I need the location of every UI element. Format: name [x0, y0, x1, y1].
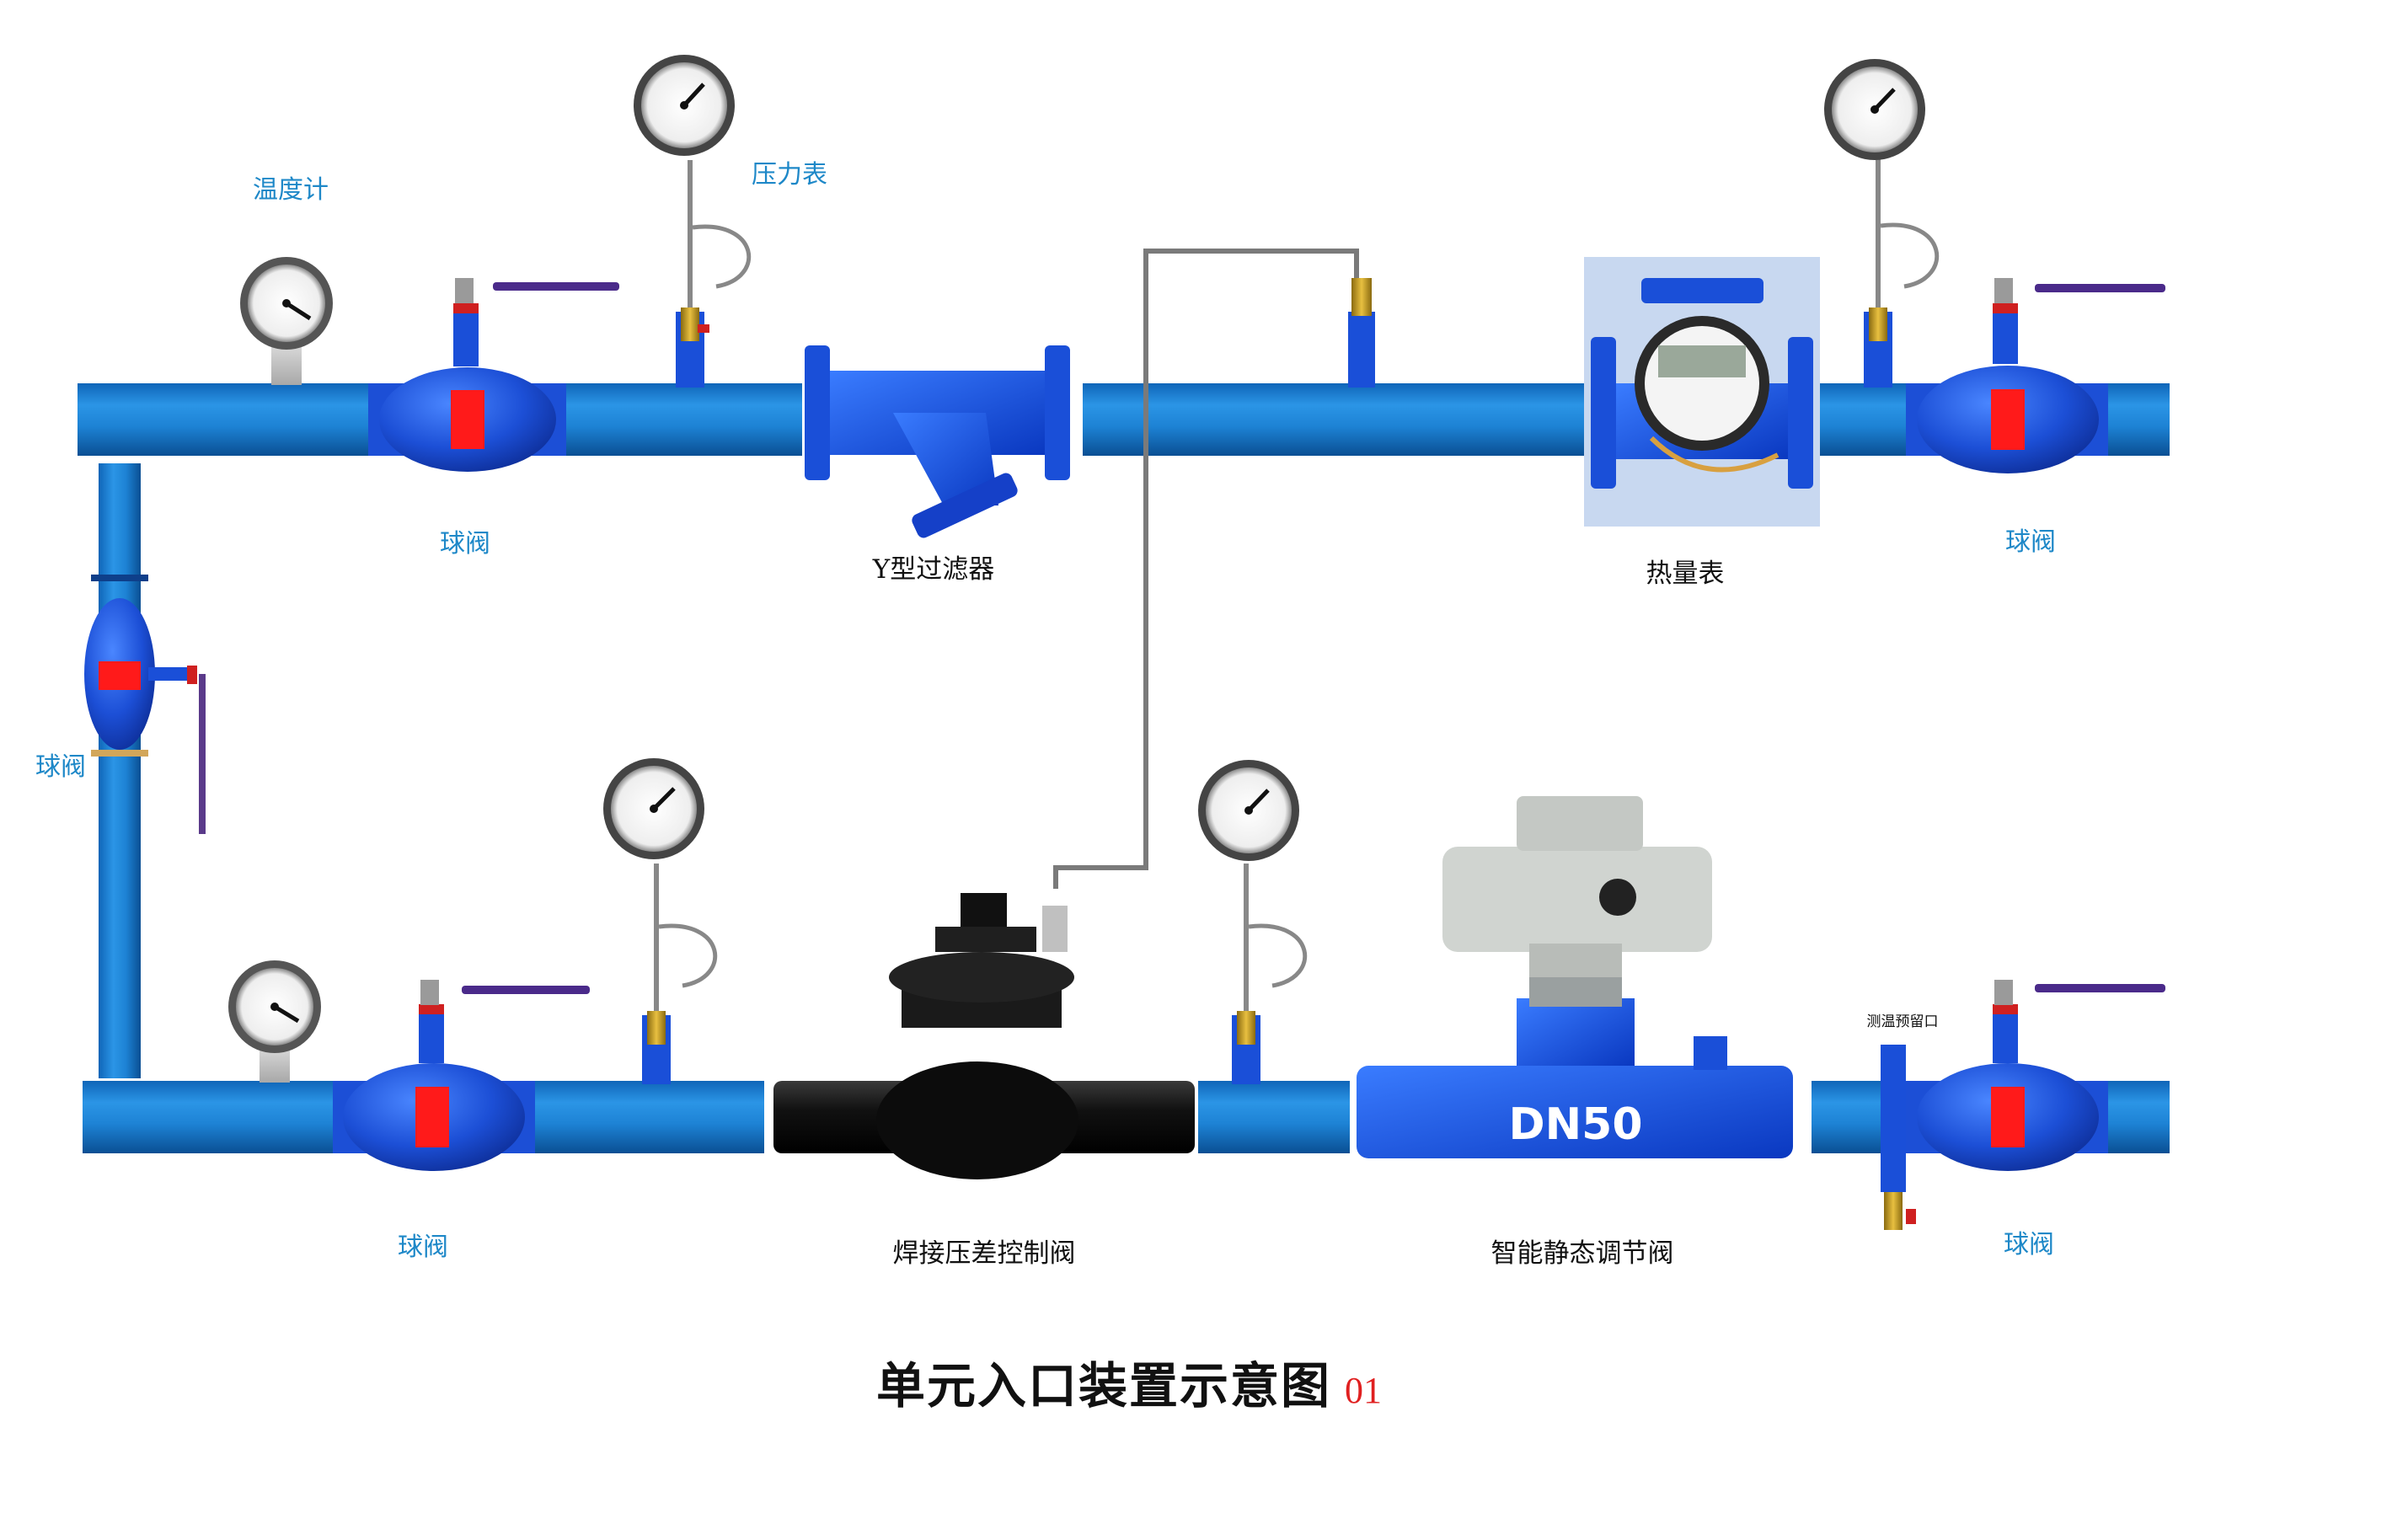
- valve-size-text: DN50: [1508, 1099, 1642, 1150]
- ball-valve-label-top-right: 球阀: [2005, 527, 2056, 557]
- smart-static-valve: DN50: [1357, 796, 1793, 1158]
- pressure-gauge-label: 压力表: [752, 160, 827, 190]
- pipe-segment: [2106, 383, 2170, 456]
- ball-valve-label-vertical: 球阀: [35, 752, 86, 782]
- temp-port: [1881, 1045, 1916, 1230]
- diagram-title: 单元入口装置示意图 01: [876, 1346, 1382, 1417]
- pipe-segment: [1812, 383, 1913, 456]
- top-pipeline: [78, 383, 2170, 456]
- thermometer-top: [240, 257, 333, 385]
- ball-valve-top-left: [368, 278, 619, 472]
- diagram-title-number: 01: [1345, 1370, 1383, 1411]
- pressure-gauge-bottom-left: [603, 758, 718, 1084]
- heat-meter: [1584, 257, 1820, 527]
- ball-valve-bottom-right: [1906, 980, 2165, 1171]
- vertical-pipe: [91, 463, 148, 1078]
- temp-port-label: 测温预留口: [1866, 1013, 1939, 1030]
- pipe-segment: [2106, 1081, 2170, 1153]
- pressure-gauge-bottom-mid: [1198, 760, 1308, 1084]
- ball-valve-label-top-left: 球阀: [440, 529, 490, 559]
- diff-pressure-valve-label: 焊接压差控制阀: [892, 1238, 1076, 1269]
- pipe-segment: [1198, 1081, 1350, 1153]
- pressure-gauge-top-left: [634, 55, 752, 388]
- impulse-tube: [1053, 249, 1375, 889]
- thermometer-label: 温度计: [253, 175, 329, 205]
- ball-valve-label-bottom-right: 球阀: [2004, 1230, 2054, 1259]
- pressure-gauge-top-right: [1824, 59, 1940, 388]
- diff-pressure-control-valve: [773, 893, 1195, 1179]
- heat-meter-label: 热量表: [1646, 559, 1725, 589]
- ball-valve-vertical: [84, 598, 206, 834]
- pipe-segment: [566, 383, 802, 456]
- pipe-segment: [78, 383, 372, 456]
- thermometer-bottom: [228, 960, 321, 1083]
- pipe-segment: [83, 1081, 335, 1153]
- y-filter: [805, 345, 1070, 538]
- ball-valve-label-bottom-left: 球阀: [398, 1233, 448, 1262]
- diagram-title-text: 单元入口装置示意图: [875, 1357, 1332, 1414]
- pipe-segment: [1083, 383, 1588, 456]
- ball-valve-bottom-left: [333, 980, 590, 1171]
- pipe-segment: [533, 1081, 764, 1153]
- smart-static-valve-label: 智能静态调节阀: [1491, 1238, 1674, 1269]
- ball-valve-top-right: [1906, 278, 2165, 473]
- y-filter-label: Y型过滤器: [872, 554, 995, 585]
